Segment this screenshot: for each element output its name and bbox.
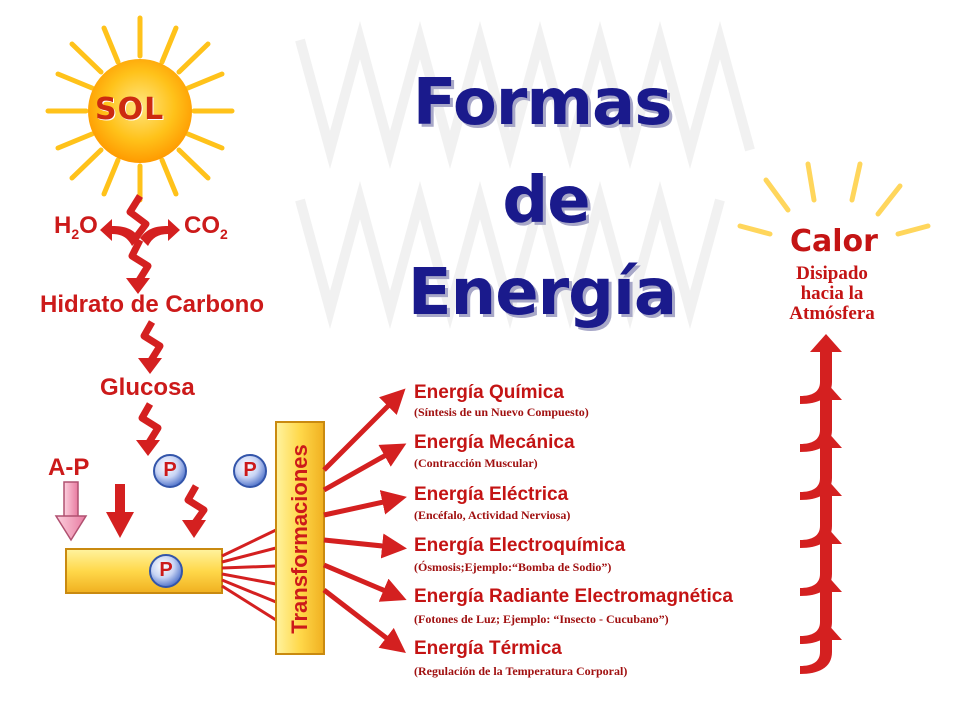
energy-name-5: Energía Radiante Electromagnética [414, 586, 733, 607]
phosphate-to-box-arrow [182, 484, 208, 538]
energy-name-1: Energía Química [414, 382, 564, 403]
atp-label: A-P [48, 454, 90, 481]
transform-label: Transformaciones [287, 444, 312, 634]
water-h: H [54, 212, 72, 239]
energy-desc-1: (Síntesis de un Nuevo Compuesto) [414, 405, 589, 419]
phosphate-circle-1 [153, 454, 187, 488]
glucose-label: Glucosa [100, 374, 195, 401]
box-to-transform-lines [221, 528, 277, 622]
water-subscript: 2 [71, 225, 80, 242]
carbohydrate-label: Hidrato de Carbono [40, 291, 265, 318]
phosphate-label-3: P [159, 559, 173, 581]
energy-desc-6: (Regulación de la Temperatura Corporal) [414, 664, 628, 678]
energy-name-6: Energía Térmica [414, 638, 562, 659]
atp-pink-arrow [54, 481, 88, 542]
transform-box [275, 421, 325, 655]
sun-to-split-arrow [126, 194, 150, 243]
split-arrows [100, 219, 180, 246]
heat-line-1: Disipado [796, 263, 868, 284]
heat-label: Calor [790, 224, 878, 259]
water-o: O [79, 212, 98, 239]
phosphate-circle-2 [233, 454, 267, 488]
title-line-1: Formas [412, 66, 673, 140]
title-line-2: de [502, 164, 590, 238]
energy-name-2: Energía Mecánica [414, 432, 575, 453]
red-down-arrow [106, 484, 134, 538]
co2-label: CO2 [184, 212, 228, 242]
phosphate-label-1: P [163, 459, 177, 481]
title-line-3: Energía [407, 256, 677, 330]
energy-name-3: Energía Eléctrica [414, 484, 569, 505]
split-to-carbohydrate-arrow [126, 238, 152, 294]
sun-icon [45, 15, 235, 203]
sun-label: SOL [95, 92, 165, 127]
co2-subscript: 2 [220, 225, 228, 242]
heat-rays [737, 161, 931, 237]
heat-line-2: hacia la [800, 283, 864, 304]
energy-arrows [322, 388, 407, 654]
phosphate-circle-3 [149, 554, 183, 588]
background-watermark [295, 20, 755, 330]
carbohydrate-to-glucose-arrow [138, 320, 164, 374]
energy-desc-5: (Fotones de Luz; Ejemplo: “Insecto - Cuc… [414, 612, 669, 626]
energy-desc-3: (Encéfalo, Actividad Nerviosa) [414, 508, 571, 522]
energy-name-4: Energía Electroquímica [414, 535, 626, 556]
glucose-down-arrow [136, 402, 162, 456]
heat-line-3: Atmósfera [789, 303, 875, 324]
co2-co: CO [184, 212, 220, 239]
heat-rising-arrows [800, 334, 842, 674]
phosphate-label-2: P [243, 459, 257, 481]
atp-box [65, 548, 223, 594]
energy-desc-2: (Contracción Muscular) [414, 456, 538, 470]
water-label: H2O [54, 212, 98, 242]
energy-desc-4: (Ósmosis;Ejemplo:“Bomba de Sodio”) [414, 560, 612, 574]
